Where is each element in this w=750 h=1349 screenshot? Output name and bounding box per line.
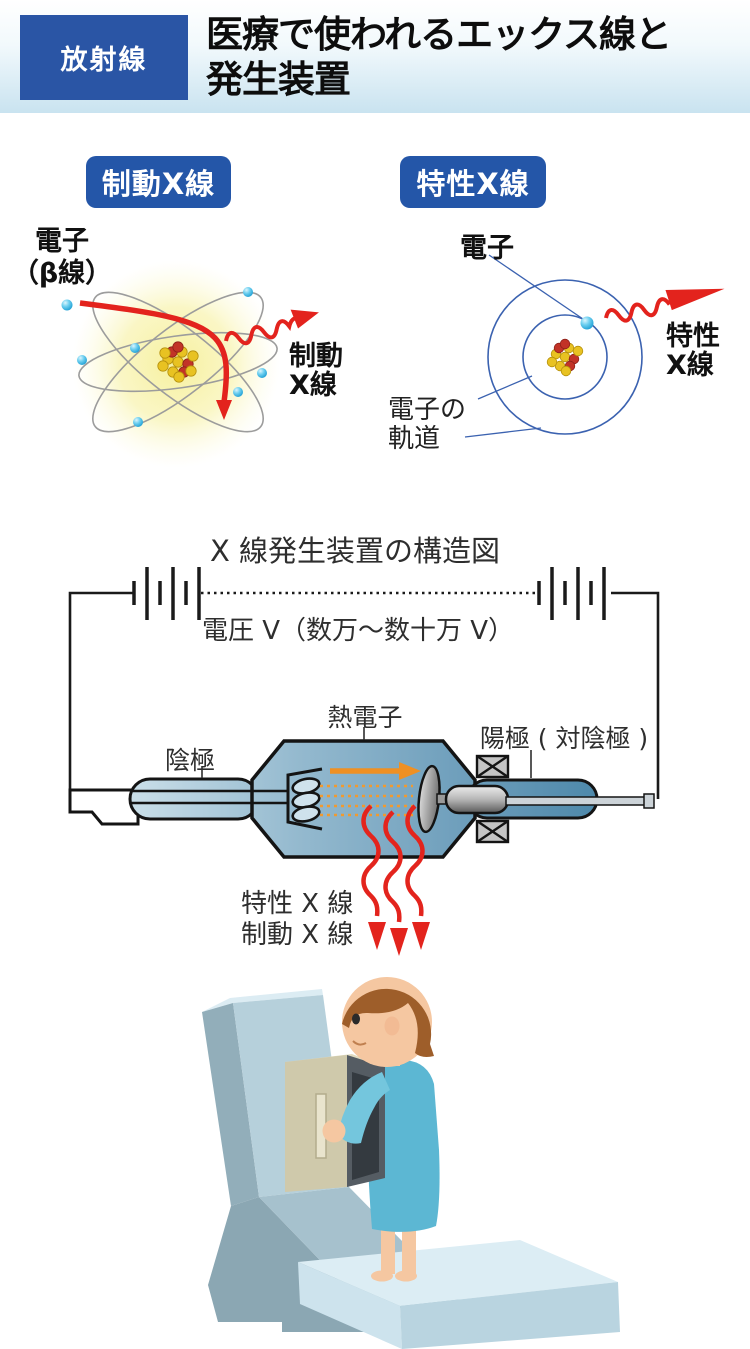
title-line1: 医療で使われるエックス線と bbox=[206, 13, 672, 56]
nucleus bbox=[157, 341, 199, 383]
characteristic-xray-label: 特性 X線 bbox=[666, 322, 720, 380]
hatched-box-bottom bbox=[475, 819, 510, 844]
page-title: 医療で使われるエックス線と 発生装置 bbox=[206, 12, 672, 102]
electron-orbit-label: 電子の 軌道 bbox=[388, 396, 466, 454]
filament-coil bbox=[291, 777, 321, 823]
bremsstrahlung-atom-diagram bbox=[61, 260, 319, 468]
characteristic-heading-label: 特性X線 bbox=[416, 167, 530, 201]
orbit-electrons bbox=[77, 287, 267, 427]
inner-orbit bbox=[522, 314, 608, 400]
label-leader-lines bbox=[201, 727, 532, 778]
radiation-badge: 放射線 bbox=[20, 15, 188, 100]
bremsstrahlung-xray-label: 制動 X線 bbox=[289, 342, 343, 400]
ear bbox=[384, 1016, 400, 1036]
generator-title: X 線発生装置の構造図 bbox=[209, 534, 501, 568]
char-label-line1: 特性 bbox=[666, 321, 720, 352]
orbit-label-line2: 軌道 bbox=[388, 424, 441, 454]
anode-rod bbox=[505, 796, 647, 806]
characteristic-heading: 特性X線 bbox=[400, 156, 546, 208]
mouth bbox=[352, 1040, 367, 1046]
incident-electron-line2: （β線） bbox=[11, 258, 113, 289]
patient-gown bbox=[367, 1060, 440, 1232]
characteristic-atom-diagram bbox=[464, 254, 725, 438]
title-line2: 発生装置 bbox=[206, 58, 351, 101]
orbital-electron-label: 電子 bbox=[460, 233, 514, 264]
header: 放射線 医療で使われるエックス線と 発生装置 bbox=[0, 0, 750, 113]
nucleus bbox=[546, 338, 584, 377]
patient-illustration bbox=[202, 977, 620, 1349]
anode-label: 陽極 ( 対陰極 ) bbox=[479, 724, 649, 753]
incident-electron bbox=[61, 299, 73, 311]
deflected-electron-path bbox=[79, 300, 232, 420]
platform bbox=[298, 1240, 620, 1349]
patient-arm bbox=[338, 1072, 390, 1144]
generator-circuit bbox=[68, 567, 660, 799]
patient-head bbox=[342, 977, 434, 1067]
hatched-box-top bbox=[475, 754, 510, 779]
battery-right bbox=[537, 567, 606, 620]
brems-label-line2: X線 bbox=[289, 370, 337, 401]
orbit-label-line1: 電子の bbox=[388, 395, 467, 425]
eye bbox=[352, 1013, 360, 1025]
bremsstrahlung-heading-label: 制動X線 bbox=[101, 167, 216, 201]
patient-legs bbox=[371, 1222, 417, 1282]
electron-orbits bbox=[78, 291, 278, 433]
brems-label-line1: 制動 bbox=[289, 341, 343, 372]
bremsstrahlung-heading: 制動X線 bbox=[86, 156, 231, 208]
battery-left bbox=[132, 567, 201, 620]
tube-left-arm bbox=[128, 777, 260, 821]
patient-hand bbox=[322, 1119, 346, 1143]
anode-rod-cap bbox=[643, 793, 655, 809]
thermal-electron-label: 熱電子 bbox=[327, 703, 403, 732]
cathode-connector bbox=[68, 788, 140, 826]
emitted-xray-waves bbox=[364, 806, 430, 956]
cathode-cup bbox=[286, 767, 323, 831]
bremsstrahlung-xray-wave bbox=[224, 309, 319, 346]
voltage-label: 電圧 V（数万～数十万 V） bbox=[201, 616, 515, 646]
xray-tube bbox=[68, 727, 655, 956]
characteristic-xray-wave bbox=[604, 288, 725, 323]
electron-beam bbox=[320, 784, 413, 817]
electron-leader-line bbox=[488, 254, 584, 320]
incident-electron-line1: 電子 bbox=[35, 226, 89, 257]
orbit-leader-lines bbox=[464, 375, 542, 438]
cathode-label: 陰極 bbox=[164, 746, 215, 775]
emitted-xray-line2: 制動 X 線 bbox=[241, 920, 354, 950]
char-label-line2: X線 bbox=[666, 350, 714, 381]
outer-orbit bbox=[487, 279, 643, 435]
emitted-xray-label: 特性 X 線 制動 X 線 bbox=[241, 889, 353, 951]
orbital-electron bbox=[580, 316, 594, 330]
anode-cylinder bbox=[444, 784, 510, 815]
beam-direction-arrow bbox=[330, 762, 421, 780]
filament-leads bbox=[131, 789, 288, 805]
emitted-xray-line1: 特性 X 線 bbox=[241, 889, 354, 919]
incident-electron-label: 電子 （β線） bbox=[6, 226, 118, 290]
badge-label: 放射線 bbox=[60, 45, 148, 76]
hair bbox=[342, 988, 434, 1057]
